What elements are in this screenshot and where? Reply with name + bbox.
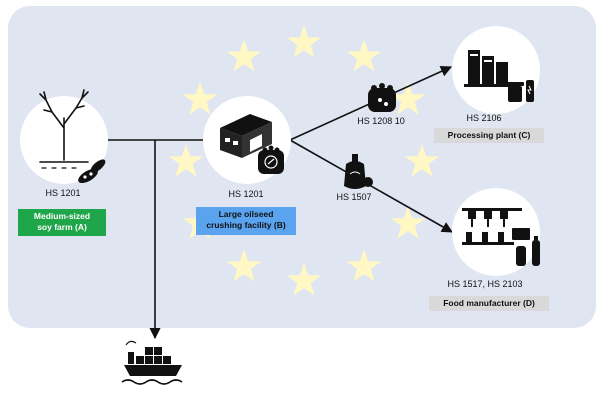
cargo-ship-icon — [121, 340, 183, 385]
processing-plant-label: Processing plant (C) — [434, 128, 544, 143]
warehouse-icon — [220, 114, 272, 158]
plant-hs-code: HS 2106 — [466, 113, 502, 123]
crushing-facility-label: Large oilseed crushing facility (B) — [196, 207, 296, 235]
soy-farm-label-line1: Medium-sized — [33, 211, 91, 221]
processing-plant-node — [452, 26, 540, 114]
facility-hs-code: HS 1201 — [228, 189, 264, 199]
soy-farm-node — [20, 89, 108, 184]
soy-sack-icon — [258, 145, 284, 174]
farm-hs-code: HS 1201 — [45, 188, 81, 198]
food-products-icon — [512, 228, 540, 266]
product-jar-icon — [506, 80, 534, 102]
soy-pod-icon — [78, 159, 106, 183]
crushing-facility-node — [203, 96, 291, 184]
manufacturer-hs-code: HS 1517, HS 2103 — [447, 279, 523, 289]
soy-farm-label-line2: soy farm (A) — [37, 222, 87, 232]
soy-farm-label: Medium-sized soy farm (A) — [18, 209, 106, 236]
meal-hs-code: HS 1208 10 — [357, 116, 405, 126]
crushing-facility-label-line2: crushing facility (B) — [206, 220, 286, 230]
soy-meal-sack-icon — [368, 83, 396, 112]
food-manufacturer-node — [452, 188, 540, 276]
oil-bottle-icon — [344, 154, 373, 189]
production-line-icon — [462, 208, 522, 245]
soy-plant-icon — [39, 89, 89, 169]
oil-hs-code: HS 1507 — [336, 192, 372, 202]
crushing-facility-label-line1: Large oilseed — [218, 209, 274, 219]
storage-tanks-icon — [464, 50, 514, 87]
food-manufacturer-label: Food manufacturer (D) — [429, 296, 549, 311]
